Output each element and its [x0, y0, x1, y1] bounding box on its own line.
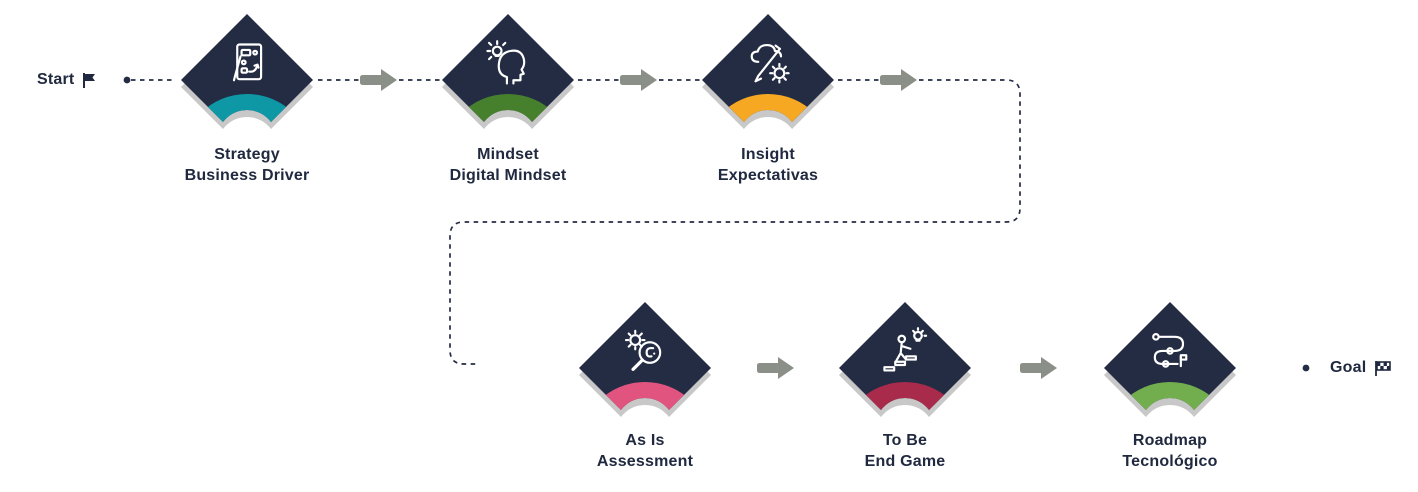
step-node-to-be: [835, 298, 975, 455]
step-label-insight: Insight Expectativas: [717, 146, 819, 184]
strategy-tablet-icon: [232, 43, 263, 82]
start-label: Start: [37, 71, 75, 88]
arrow-icon: [757, 357, 794, 379]
step-node-mindset: [438, 10, 578, 167]
arrow-icon: [360, 69, 397, 91]
step-diamond: [181, 14, 313, 129]
step-node-strategy: [177, 10, 317, 167]
step-label-as-is: As Is Assessment: [596, 432, 694, 470]
start-marker: Start: [37, 69, 97, 91]
diamond-body: [579, 302, 711, 410]
arrow-icon: [880, 69, 917, 91]
step-label-mindset: Mindset Digital Mindset: [449, 146, 567, 184]
flag-icon: [83, 72, 96, 88]
head-lightbulb-icon: [486, 40, 526, 85]
step-node-as-is: [575, 298, 715, 455]
arrow-icon: [1020, 357, 1057, 379]
step-node-insight: [698, 10, 838, 167]
goal-label: Goal: [1330, 359, 1367, 376]
cloud-pencil-gear-icon: [750, 43, 790, 84]
step-diamond: [442, 14, 574, 129]
step-label-roadmap: Roadmap Tecnológico: [1122, 432, 1218, 470]
diamond-body: [1104, 302, 1236, 410]
step-diamond: [1104, 302, 1236, 417]
arrow-icon: [620, 69, 657, 91]
step-diamond: [579, 302, 711, 417]
magnifier-gear-icon: [624, 329, 662, 371]
step-diamond: [702, 14, 834, 129]
start-dot: [123, 76, 131, 84]
diamond-body: [442, 14, 574, 122]
flow-arrows: [360, 69, 1057, 379]
route-flag-icon: [1152, 333, 1188, 368]
step-node-roadmap: [1100, 298, 1240, 455]
connector-3-4-s-curve: [449, 79, 1021, 365]
diamond-body: [839, 302, 971, 410]
goal-dot: [1302, 364, 1310, 372]
goal-marker: Goal: [1330, 357, 1392, 379]
step-label-to-be: To Be End Game: [864, 432, 946, 470]
checkered-flag-icon: [1375, 360, 1392, 376]
diamond-body: [702, 14, 834, 122]
stairs-person-bulb-icon: [883, 327, 928, 372]
step-diamond: [839, 302, 971, 417]
step-label-strategy: Strategy Business Driver: [184, 146, 310, 184]
